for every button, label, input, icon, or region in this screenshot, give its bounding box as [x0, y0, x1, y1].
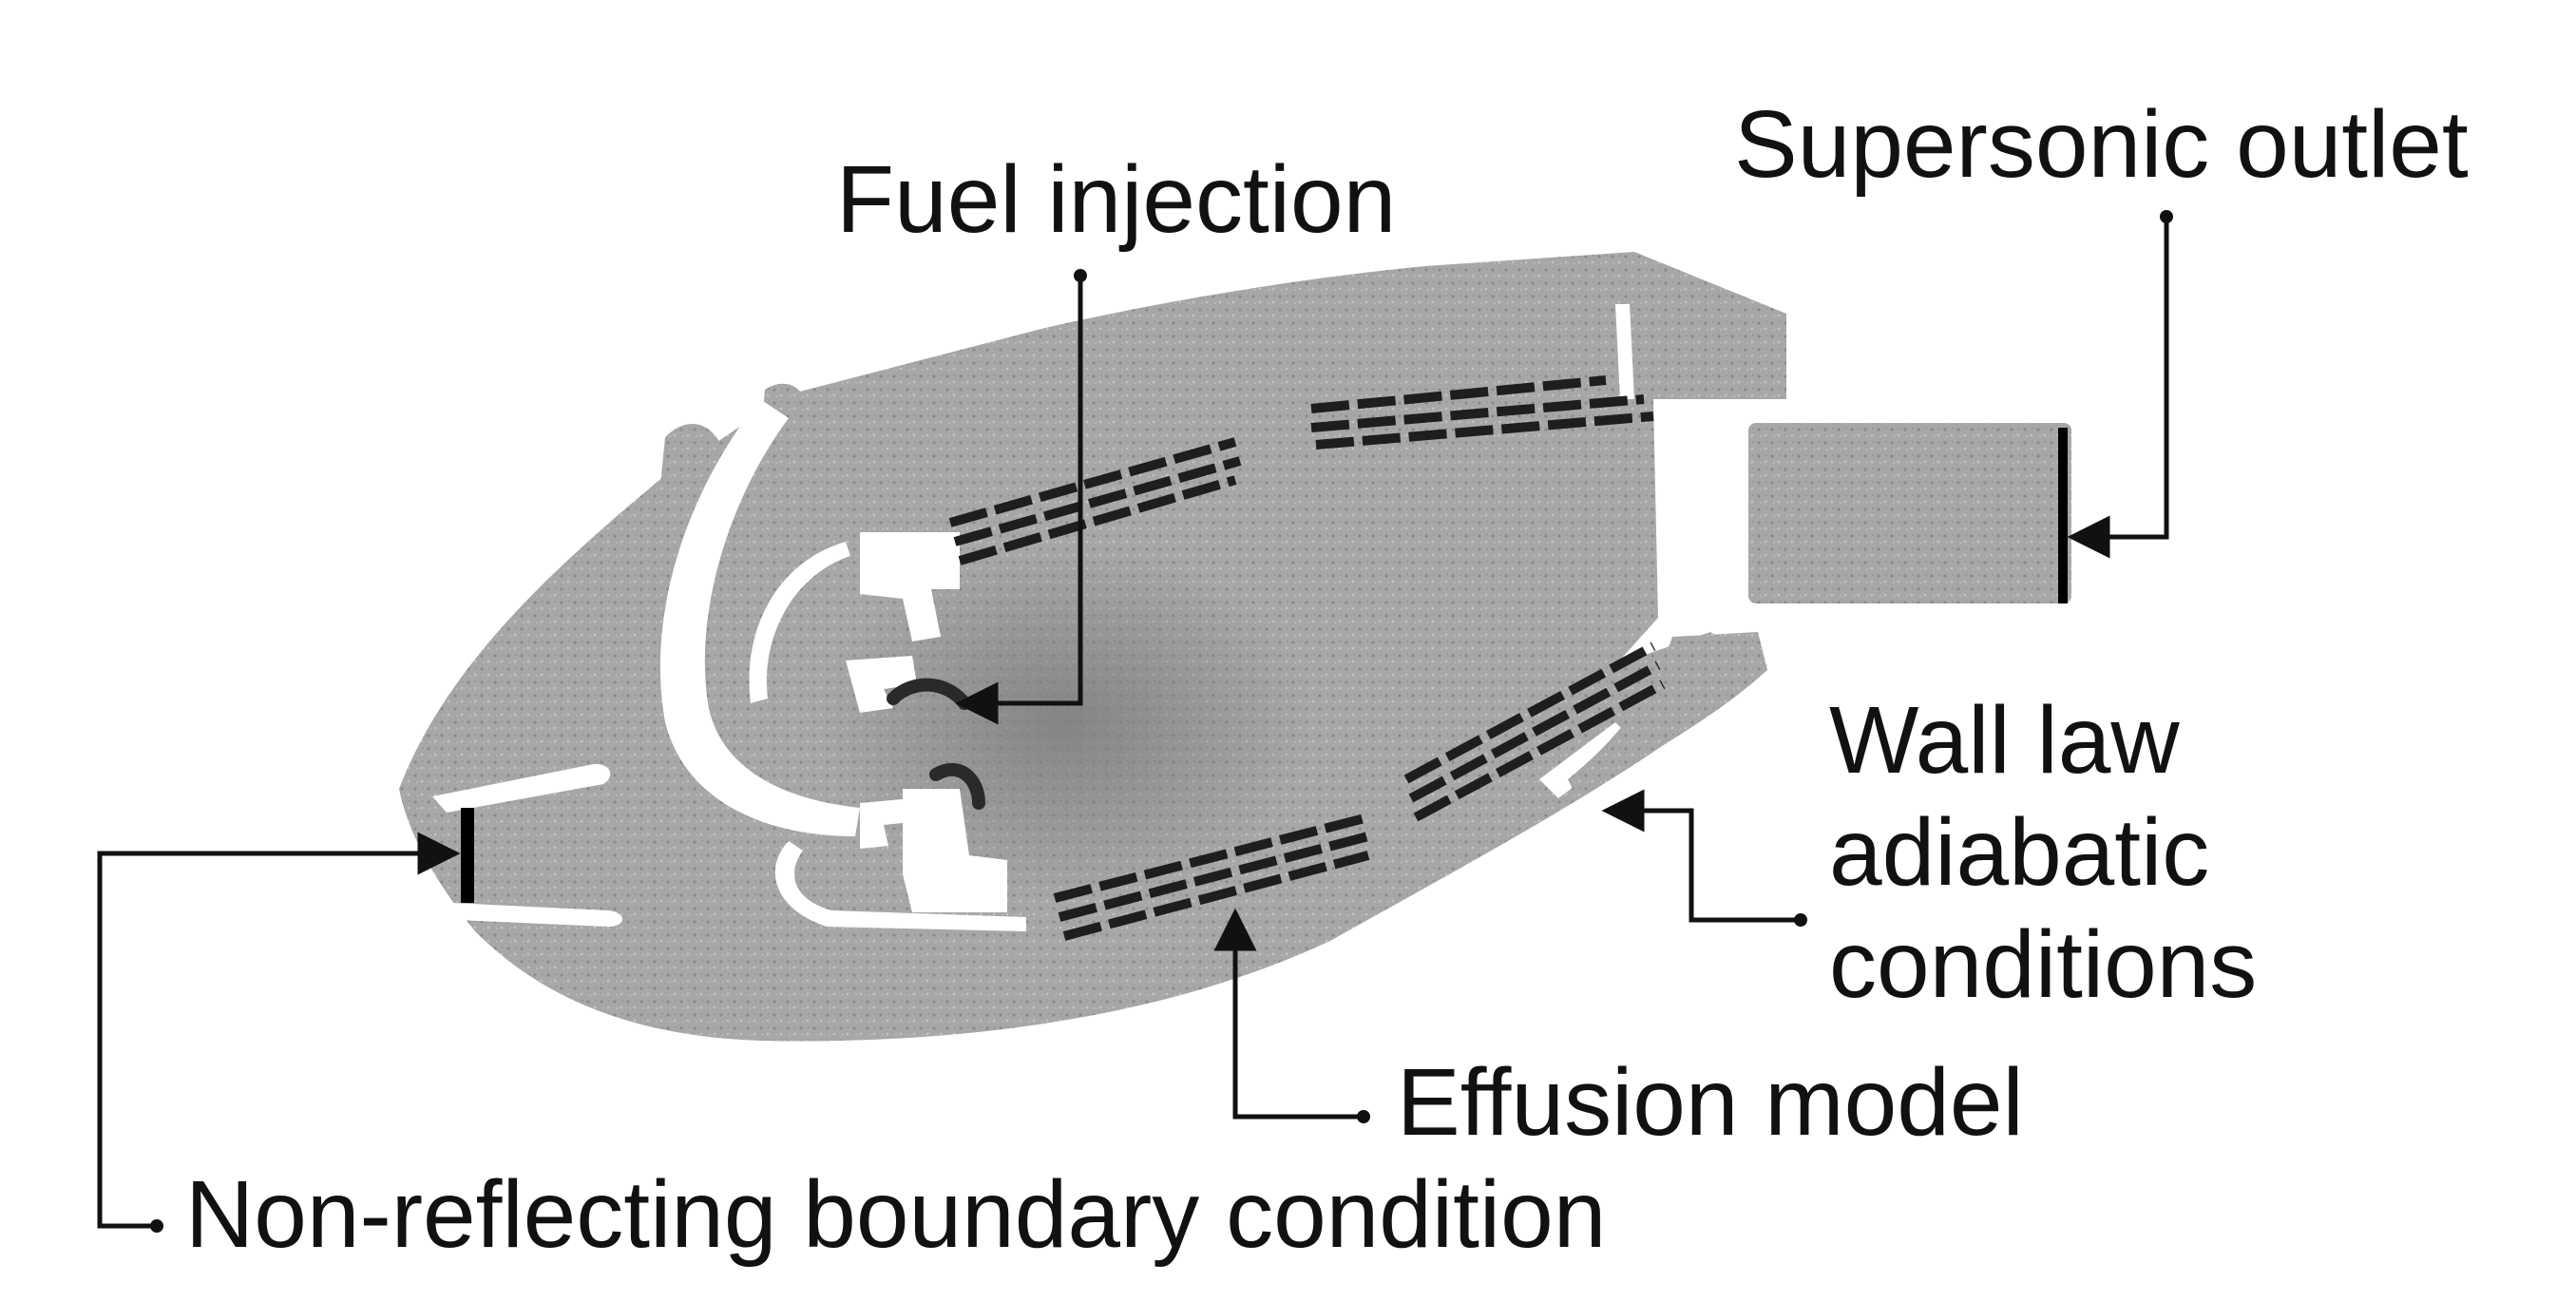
dilution-gap-top	[1615, 304, 1634, 399]
mesh-upper-casing	[1425, 252, 1786, 399]
injector-lower	[929, 762, 985, 810]
label-wall-law: Wall law adiabatic conditions	[1829, 684, 2494, 1021]
label-non-reflecting: Non-reflecting boundary condition	[185, 1161, 1607, 1268]
label-wall-law-line3: conditions	[1829, 911, 2258, 1018]
swirler-struct-lower-2	[860, 798, 912, 849]
inner-liner-gap-upper	[749, 542, 850, 703]
outer-casing-gap	[1264, 912, 1416, 1038]
mesh-lower-casing	[1568, 632, 1767, 798]
label-effusion-model: Effusion model	[1397, 1049, 2024, 1156]
effusion-patches-lower-right	[1403, 641, 1666, 822]
label-fuel-injection: Fuel injection	[836, 146, 1397, 253]
inlet-boundary-bar	[461, 808, 474, 903]
label-wall-law-line2: adiabatic	[1829, 799, 2210, 906]
exit-mesh-block	[1748, 423, 2071, 603]
inlet-slot-lower	[451, 903, 622, 927]
label-wall-law-line1: Wall law	[1829, 687, 2180, 794]
leader-wall-law	[1601, 789, 1807, 927]
inlet-slot-upper	[432, 764, 611, 813]
leader-fuel-injection	[955, 269, 1087, 725]
dome-wall-gap	[659, 399, 860, 836]
supersonic-outlet-bar	[2058, 428, 2068, 603]
swirler-struct-mid	[846, 656, 917, 713]
effusion-patches-upper-left	[948, 437, 1242, 565]
label-supersonic-outlet: Supersonic outlet	[1734, 91, 2469, 198]
swirler-struct-lower	[903, 789, 1007, 912]
leader-supersonic-outlet	[2067, 210, 2173, 559]
leader-non-reflecting	[97, 832, 461, 1233]
inner-liner-gap-lower	[774, 841, 1026, 931]
effusion-patches-lower-left	[1053, 813, 1370, 941]
leader-effusion-model	[1213, 908, 1370, 1123]
effusion-patches-upper-right	[1310, 375, 1654, 450]
swirler-struct-upper	[860, 532, 960, 641]
